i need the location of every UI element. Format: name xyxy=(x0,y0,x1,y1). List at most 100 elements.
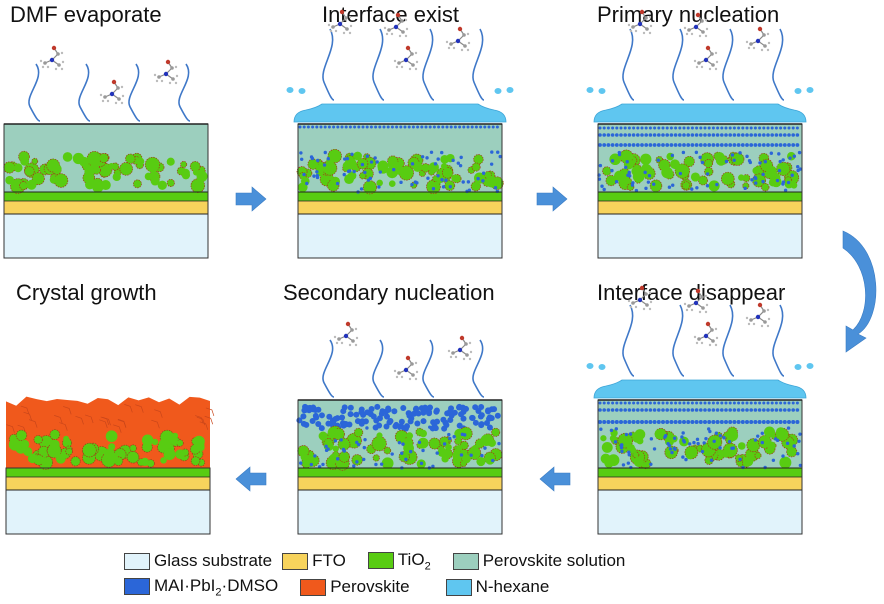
glass-substrate-layer xyxy=(4,214,208,258)
hexane-droplet-icon xyxy=(506,87,514,93)
tio2-compact-layer xyxy=(298,192,502,201)
legend-item-tio2: TiO2 xyxy=(367,549,431,573)
dmf-molecule-icon xyxy=(393,45,419,71)
legend-item-fto: FTO xyxy=(282,551,346,571)
vapor-wave-icon xyxy=(722,28,735,101)
hexane-droplet-icon xyxy=(494,88,502,94)
panel-5 xyxy=(296,321,503,535)
vapor-wave-icon xyxy=(422,28,435,101)
vapor-wave-icon xyxy=(672,304,685,377)
panel-outline xyxy=(5,467,211,535)
dmf-molecule-icon xyxy=(693,321,719,347)
vapor-wave-icon xyxy=(128,63,141,122)
panel-2 xyxy=(286,9,514,259)
fto-layer xyxy=(298,201,502,214)
dmf-molecule-icon xyxy=(627,9,653,35)
n-hexane-layer xyxy=(593,379,807,399)
intermediate-dots xyxy=(597,150,802,193)
dmf-molecule-icon xyxy=(447,335,473,361)
intermediate-hills xyxy=(296,403,501,432)
tio2-compact-layer xyxy=(4,192,208,201)
intermediate-row xyxy=(598,401,799,405)
dmf-molecule-icon xyxy=(383,12,409,38)
glass-substrate-layer xyxy=(598,214,802,258)
glass-substrate-layer xyxy=(6,490,210,534)
glass-substrate-layer xyxy=(298,214,502,258)
vapor-wave-icon xyxy=(422,339,435,398)
tio2-mesoporous-layer xyxy=(3,150,208,194)
legend-item-n-hexane: N-hexane xyxy=(445,577,549,597)
hexane-droplet-icon xyxy=(586,87,594,93)
hexane-droplet-icon xyxy=(806,363,814,369)
panel-title-primary-nucleation: Primary nucleation xyxy=(597,2,780,27)
fto-layer xyxy=(298,477,502,490)
intermediate-row xyxy=(598,133,800,137)
dmf-molecule-icon xyxy=(693,45,719,71)
tio2-mesoporous-layer xyxy=(297,425,503,471)
legend-item-glass: Glass substrate xyxy=(124,551,272,571)
dmf-molecule-icon xyxy=(153,59,179,85)
tio2-compact-layer xyxy=(6,468,210,477)
vapor-wave-icon xyxy=(472,28,485,101)
legend-label-glass: Glass substrate xyxy=(154,551,273,570)
vapor-wave-icon xyxy=(472,339,485,398)
intermediate-row xyxy=(598,126,799,130)
legend-swatch-glass xyxy=(124,552,150,570)
vapor-wave-icon xyxy=(372,339,385,398)
panel-title-crystal-growth: Crystal growth xyxy=(16,280,157,305)
arrow-left-icon xyxy=(235,466,267,492)
hexane-droplet-icon xyxy=(298,88,306,94)
dmf-molecule-icon xyxy=(393,355,419,381)
legend-item-intermediate: MAI·PbI2·DMSO xyxy=(124,576,278,598)
legend-swatch-perovskite-solution xyxy=(452,552,479,570)
legend-label-intermediate: MAI·PbI2·DMSO xyxy=(154,575,279,599)
fto-layer xyxy=(4,201,208,214)
glass-substrate-layer xyxy=(298,490,502,534)
intermediate-dots xyxy=(299,425,501,470)
panel-3 xyxy=(586,9,814,259)
fto-layer xyxy=(598,201,802,214)
vapor-wave-icon xyxy=(672,28,685,101)
glass-substrate-layer xyxy=(598,490,802,534)
dmf-molecule-icon xyxy=(445,26,471,52)
intermediate-row xyxy=(598,143,800,147)
intermediate-row xyxy=(598,420,800,424)
vapor-wave-icon xyxy=(28,63,41,122)
arrow-curved-down-icon xyxy=(842,230,877,353)
dmf-molecule-icon xyxy=(99,79,125,105)
hexane-droplet-icon xyxy=(586,363,594,369)
legend-swatch-intermediate xyxy=(124,578,150,596)
panel-title-dmf-evaporate: DMF evaporate xyxy=(10,2,162,27)
vapor-wave-icon xyxy=(322,28,335,101)
tio2-mesoporous-layer xyxy=(602,149,800,193)
tio2-mesoporous-layer xyxy=(8,429,206,470)
dmf-molecule-icon xyxy=(327,9,353,35)
tio2-compact-layer xyxy=(598,468,802,477)
vapor-wave-icon xyxy=(622,28,635,101)
tio2-compact-layer xyxy=(598,192,802,201)
legend: Glass substrate FTO TiO2 Perovskite solu… xyxy=(124,548,635,600)
legend-label-fto: FTO xyxy=(312,551,346,570)
dmf-molecule-icon xyxy=(745,26,771,52)
arrow-right-icon xyxy=(235,186,267,212)
perovskite-grains xyxy=(6,404,215,434)
hexane-droplet-icon xyxy=(794,88,802,94)
panel-title-interface-exist: Interface exist xyxy=(322,2,459,27)
legend-item-perovskite-solution: Perovskite solution xyxy=(452,551,625,571)
legend-swatch-tio2 xyxy=(367,552,394,570)
intermediate-row xyxy=(598,408,800,412)
vapor-wave-icon xyxy=(78,63,91,122)
vapor-wave-icon xyxy=(322,339,335,398)
arrow-left-icon xyxy=(539,466,571,492)
dmf-molecule-icon xyxy=(333,321,359,347)
fto-layer xyxy=(598,477,802,490)
hexane-droplet-icon xyxy=(598,364,606,370)
n-hexane-layer xyxy=(293,103,507,123)
legend-item-perovskite: Perovskite xyxy=(300,577,410,597)
hexane-droplet-icon xyxy=(598,88,606,94)
vapor-wave-icon xyxy=(722,304,735,377)
legend-label-tio2: TiO2 xyxy=(397,549,431,573)
vapor-wave-icon xyxy=(772,28,785,101)
dmf-molecule-icon xyxy=(745,302,771,328)
